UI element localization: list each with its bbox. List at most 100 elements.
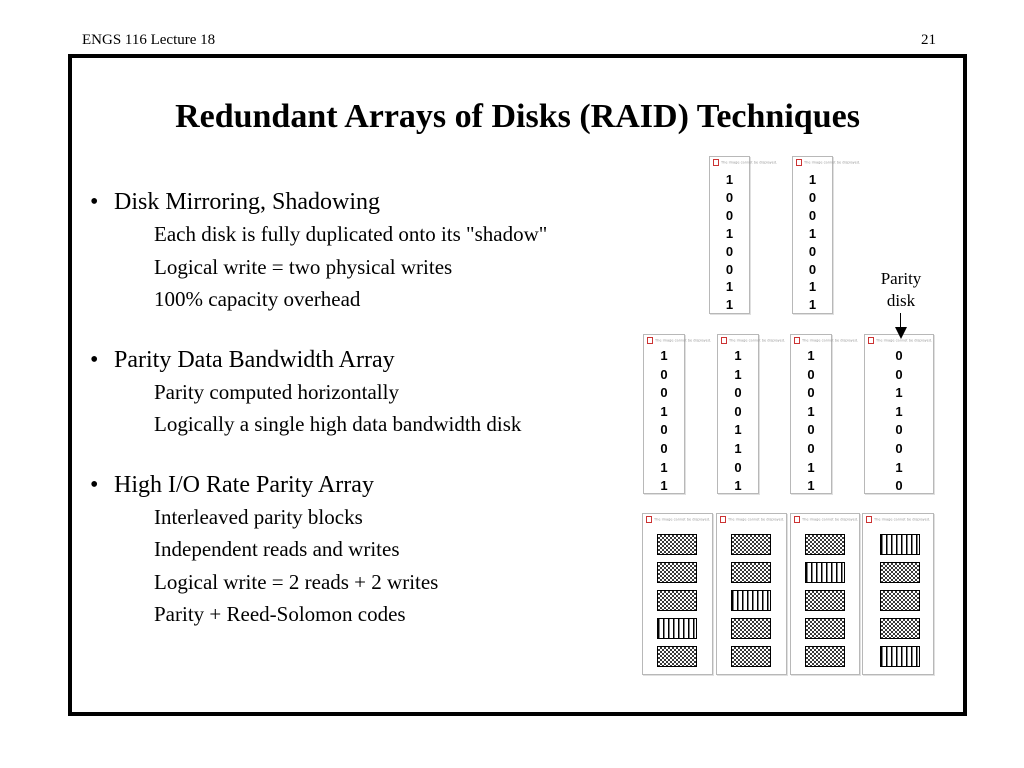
bit-value: 1 — [734, 366, 742, 382]
broken-image-header: The image cannot be displayed. — [721, 337, 785, 344]
data-block — [880, 590, 920, 611]
data-block — [805, 618, 845, 639]
bit-value: 0 — [734, 403, 742, 419]
data-block — [880, 618, 920, 639]
bullet-marker: • — [90, 189, 99, 215]
bit-value: 1 — [725, 297, 734, 313]
parity-block — [880, 646, 920, 667]
sub-bullet-line: 100% capacity overhead — [154, 287, 361, 311]
bullet-heading: • Disk Mirroring, Shadowing — [90, 186, 650, 218]
broken-image-header: The image cannot be displayed. — [647, 337, 711, 344]
bit-value: 0 — [725, 207, 734, 223]
data-block — [657, 562, 697, 583]
bit-value: 1 — [895, 403, 903, 419]
bit-value: 1 — [734, 422, 742, 438]
bit-value: 0 — [660, 440, 668, 456]
sub-bullet-line: Parity + Reed-Solomon codes — [154, 602, 406, 626]
broken-image-header: The image cannot be displayed. — [868, 337, 932, 344]
bit-value: 1 — [808, 172, 817, 187]
bit-value: 0 — [807, 440, 815, 456]
bit-value: 0 — [807, 422, 815, 438]
parity-label-line1: Parity — [880, 269, 922, 288]
bit-value: 0 — [895, 348, 903, 363]
parity-arrowhead — [895, 327, 907, 339]
bit-value: 1 — [660, 478, 668, 494]
bit-value: 0 — [725, 261, 734, 277]
broken-image-header: The image cannot be displayed. — [794, 337, 858, 344]
sub-bullet-line: Independent reads and writes — [154, 537, 400, 561]
bit-value: 1 — [725, 279, 734, 295]
bit-value: 1 — [807, 478, 815, 494]
bit-value: 1 — [734, 348, 742, 363]
io-rate-disk: The image cannot be displayed. — [862, 513, 934, 675]
broken-image-header: The image cannot be displayed. — [713, 159, 777, 166]
bit-value: 0 — [808, 207, 817, 223]
bit-value: 0 — [808, 261, 817, 277]
bit-value: 0 — [725, 189, 734, 205]
bit-value: 1 — [734, 440, 742, 456]
bit-value: 1 — [807, 403, 815, 419]
bullet-heading: • Parity Data Bandwidth Array — [90, 344, 650, 376]
broken-image-header: The image cannot be displayed. — [646, 516, 710, 523]
io-rate-disk: The image cannot be displayed. — [642, 513, 713, 675]
bullet-heading: •High I/O Rate Parity Array — [90, 469, 650, 501]
parity-block — [805, 562, 845, 583]
io-rate-disk: The image cannot be displayed. — [716, 513, 787, 675]
bullet-marker: • — [90, 346, 99, 373]
bit-value: 0 — [734, 385, 742, 401]
bit-value: 1 — [660, 348, 668, 363]
bullet-heading-text: Disk Mirroring, Shadowing — [114, 189, 380, 215]
bit-value: 0 — [807, 366, 815, 382]
bit-value: 0 — [660, 422, 668, 438]
slide-page-number: 21 — [921, 32, 936, 48]
bit-value: 0 — [660, 366, 668, 382]
bit-value: 0 — [895, 422, 903, 438]
data-block — [657, 646, 697, 667]
data-block — [880, 562, 920, 583]
bit-value: 0 — [808, 189, 817, 205]
bullet-heading-text: Parity Data Bandwidth Array — [114, 346, 395, 373]
data-block — [657, 590, 697, 611]
bit-value: 0 — [660, 385, 668, 401]
bit-value: 1 — [895, 385, 903, 401]
bit-value: 1 — [808, 297, 817, 313]
sub-bullet-line: Interleaved parity blocks — [154, 504, 363, 529]
bit-value: 0 — [895, 478, 903, 494]
slide-title: Redundant Arrays of Disks (RAID) Techniq… — [175, 98, 860, 135]
io-rate-disk: The image cannot be displayed. — [790, 513, 860, 675]
sub-bullet-line: Logical write = 2 reads + 2 writes — [154, 569, 439, 594]
slide-header-course: ENGS 116 Lecture 18 — [82, 32, 216, 48]
data-block — [805, 646, 845, 667]
bit-value: 1 — [660, 403, 668, 419]
parity-block — [731, 590, 771, 611]
bit-value: 0 — [734, 459, 742, 475]
bit-value: 1 — [807, 459, 815, 475]
data-block — [731, 562, 771, 583]
sub-bullet-line: Parity computed horizontally — [154, 379, 399, 404]
bit-value: 1 — [725, 225, 734, 241]
data-block — [731, 618, 771, 639]
bit-value: 0 — [725, 243, 734, 259]
data-block — [657, 534, 697, 555]
bit-value: 1 — [807, 348, 815, 363]
sub-bullet-line: Logically a single high data bandwidth d… — [154, 412, 522, 436]
data-block — [805, 590, 845, 611]
data-block — [731, 646, 771, 667]
sub-bullet-line: Each disk is fully duplicated onto its "… — [154, 222, 548, 246]
bit-value: 1 — [808, 225, 817, 241]
bullet-heading-text: High I/O Rate Parity Array — [114, 471, 374, 498]
